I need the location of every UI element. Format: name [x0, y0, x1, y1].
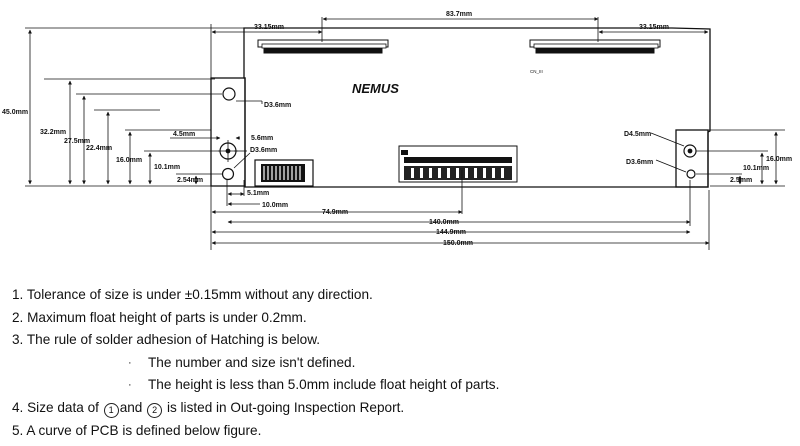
hatched-component [254, 159, 314, 187]
bottom-connector [398, 145, 518, 183]
brand-logo: NEMUS [352, 81, 399, 96]
dim-5-1: 5.1mm [247, 190, 269, 197]
dim-10-0: 10.0mm [262, 202, 288, 209]
note-3-bullet-1-text: The number and size isn't defined. [148, 354, 356, 370]
circled-1-icon: 1 [103, 402, 119, 418]
pcb-drawing: NEMUS CN_III [2, 11, 792, 250]
circled-2-icon: 2 [147, 402, 163, 418]
dimension-labels: 33.15mm 83.7mm 33.15mm 45.0mm 32.2mm 27.… [2, 11, 792, 247]
dim-top-center: 83.7mm [446, 11, 472, 18]
top-connector-right [529, 39, 661, 54]
note-2: 2. Maximum float height of parts is unde… [12, 309, 307, 325]
dim-top-right: 33.15mm [639, 24, 669, 31]
dim-74-9: 74.9mm [322, 209, 348, 216]
note-3-bullet-2: · The height is less than 5.0mm include … [12, 374, 792, 397]
note-4-prefix: 4. Size data of [12, 399, 99, 415]
notes-list: 1. Tolerance of size is under ±0.15mm wi… [12, 284, 792, 442]
bullet-dot: · [128, 379, 132, 392]
dim-left-22: 22.4mm [86, 145, 112, 152]
dim-150: 150.0mm [443, 240, 473, 247]
note-3-bullet-1: · The number and size isn't defined. [12, 352, 792, 375]
dim-height-total: 45.0mm [2, 109, 28, 116]
note-3: 3. The rule of solder adhesion of Hatchi… [12, 332, 321, 348]
tiny-label: CN_III [530, 69, 543, 74]
dim-right-10: 10.1mm [743, 165, 769, 172]
dim-hole-lower: D3.6mm [250, 147, 277, 154]
dim-left-10: 10.1mm [154, 164, 180, 171]
dim-top-left: 33.15mm [254, 24, 284, 31]
dim-right-2: 2.5mm [730, 177, 752, 184]
dim-4-5: 4.5mm [173, 131, 195, 138]
bullet-dot: · [128, 356, 132, 369]
dim-left-16: 16.0mm [116, 157, 142, 164]
dimension-lines [25, 17, 785, 250]
note-4-suffix: is listed in Out-going Inspection Report… [166, 399, 405, 415]
dim-left-32: 32.2mm [40, 129, 66, 136]
note-4-and: and [119, 399, 143, 415]
note-5: 5. A curve of PCB is defined below figur… [12, 422, 262, 438]
pcb-outline [210, 27, 711, 188]
note-1: 1. Tolerance of size is under ±0.15mm wi… [12, 287, 373, 302]
dim-5-6: 5.6mm [251, 135, 273, 142]
note-3-bullet-2-text: The height is less than 5.0mm include fl… [148, 377, 500, 393]
dim-right-hole-upper: D4.5mm [624, 131, 651, 138]
dim-left-2: 2.54mm [177, 177, 203, 184]
dim-left-27: 27.5mm [64, 138, 90, 145]
dim-144-9: 144.9mm [436, 229, 466, 236]
top-connector-left [257, 39, 389, 54]
dim-hole-upper: D3.6mm [264, 102, 291, 109]
dim-140: 140.0mm [429, 219, 459, 226]
dim-right-16: 16.0mm [766, 156, 792, 163]
dim-right-hole-lower: D3.6mm [626, 159, 653, 166]
